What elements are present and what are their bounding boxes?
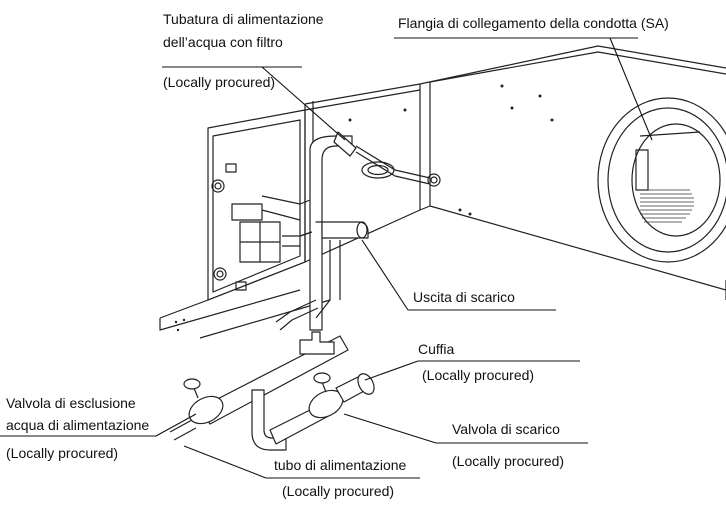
leader-lines	[0, 37, 653, 479]
label-drain-valve: Valvola di scarico	[452, 421, 560, 437]
label-cap: Cuffia	[418, 341, 455, 357]
duct-flange	[597, 97, 726, 263]
cabinet-body	[159, 45, 726, 339]
label-drain-outlet: Uscita di scarico	[413, 289, 515, 305]
label-supply-tube: tubo di alimentazione	[274, 457, 407, 473]
label-shutoff-valve-2: acqua di alimentazione	[6, 417, 149, 433]
label-supply-pipe-note: (Locally procured)	[163, 74, 275, 90]
supply-pipe-assembly	[275, 131, 441, 331]
callout-labels: Tubatura di alimentazione dell’acqua con…	[6, 11, 669, 499]
label-shutoff-valve-note: (Locally procured)	[6, 445, 118, 461]
lower-piping	[169, 331, 375, 451]
label-cap-note: (Locally procured)	[422, 367, 534, 383]
label-drain-valve-note: (Locally procured)	[452, 453, 564, 469]
label-supply-pipe-2: dell’acqua con filtro	[163, 34, 283, 50]
label-supply-tube-note: (Locally procured)	[282, 483, 394, 499]
label-duct-flange: Flangia di collegamento della condotta (…	[398, 15, 669, 31]
label-supply-pipe-1: Tubatura di alimentazione	[163, 11, 324, 27]
label-shutoff-valve-1: Valvola di esclusione	[6, 395, 136, 411]
